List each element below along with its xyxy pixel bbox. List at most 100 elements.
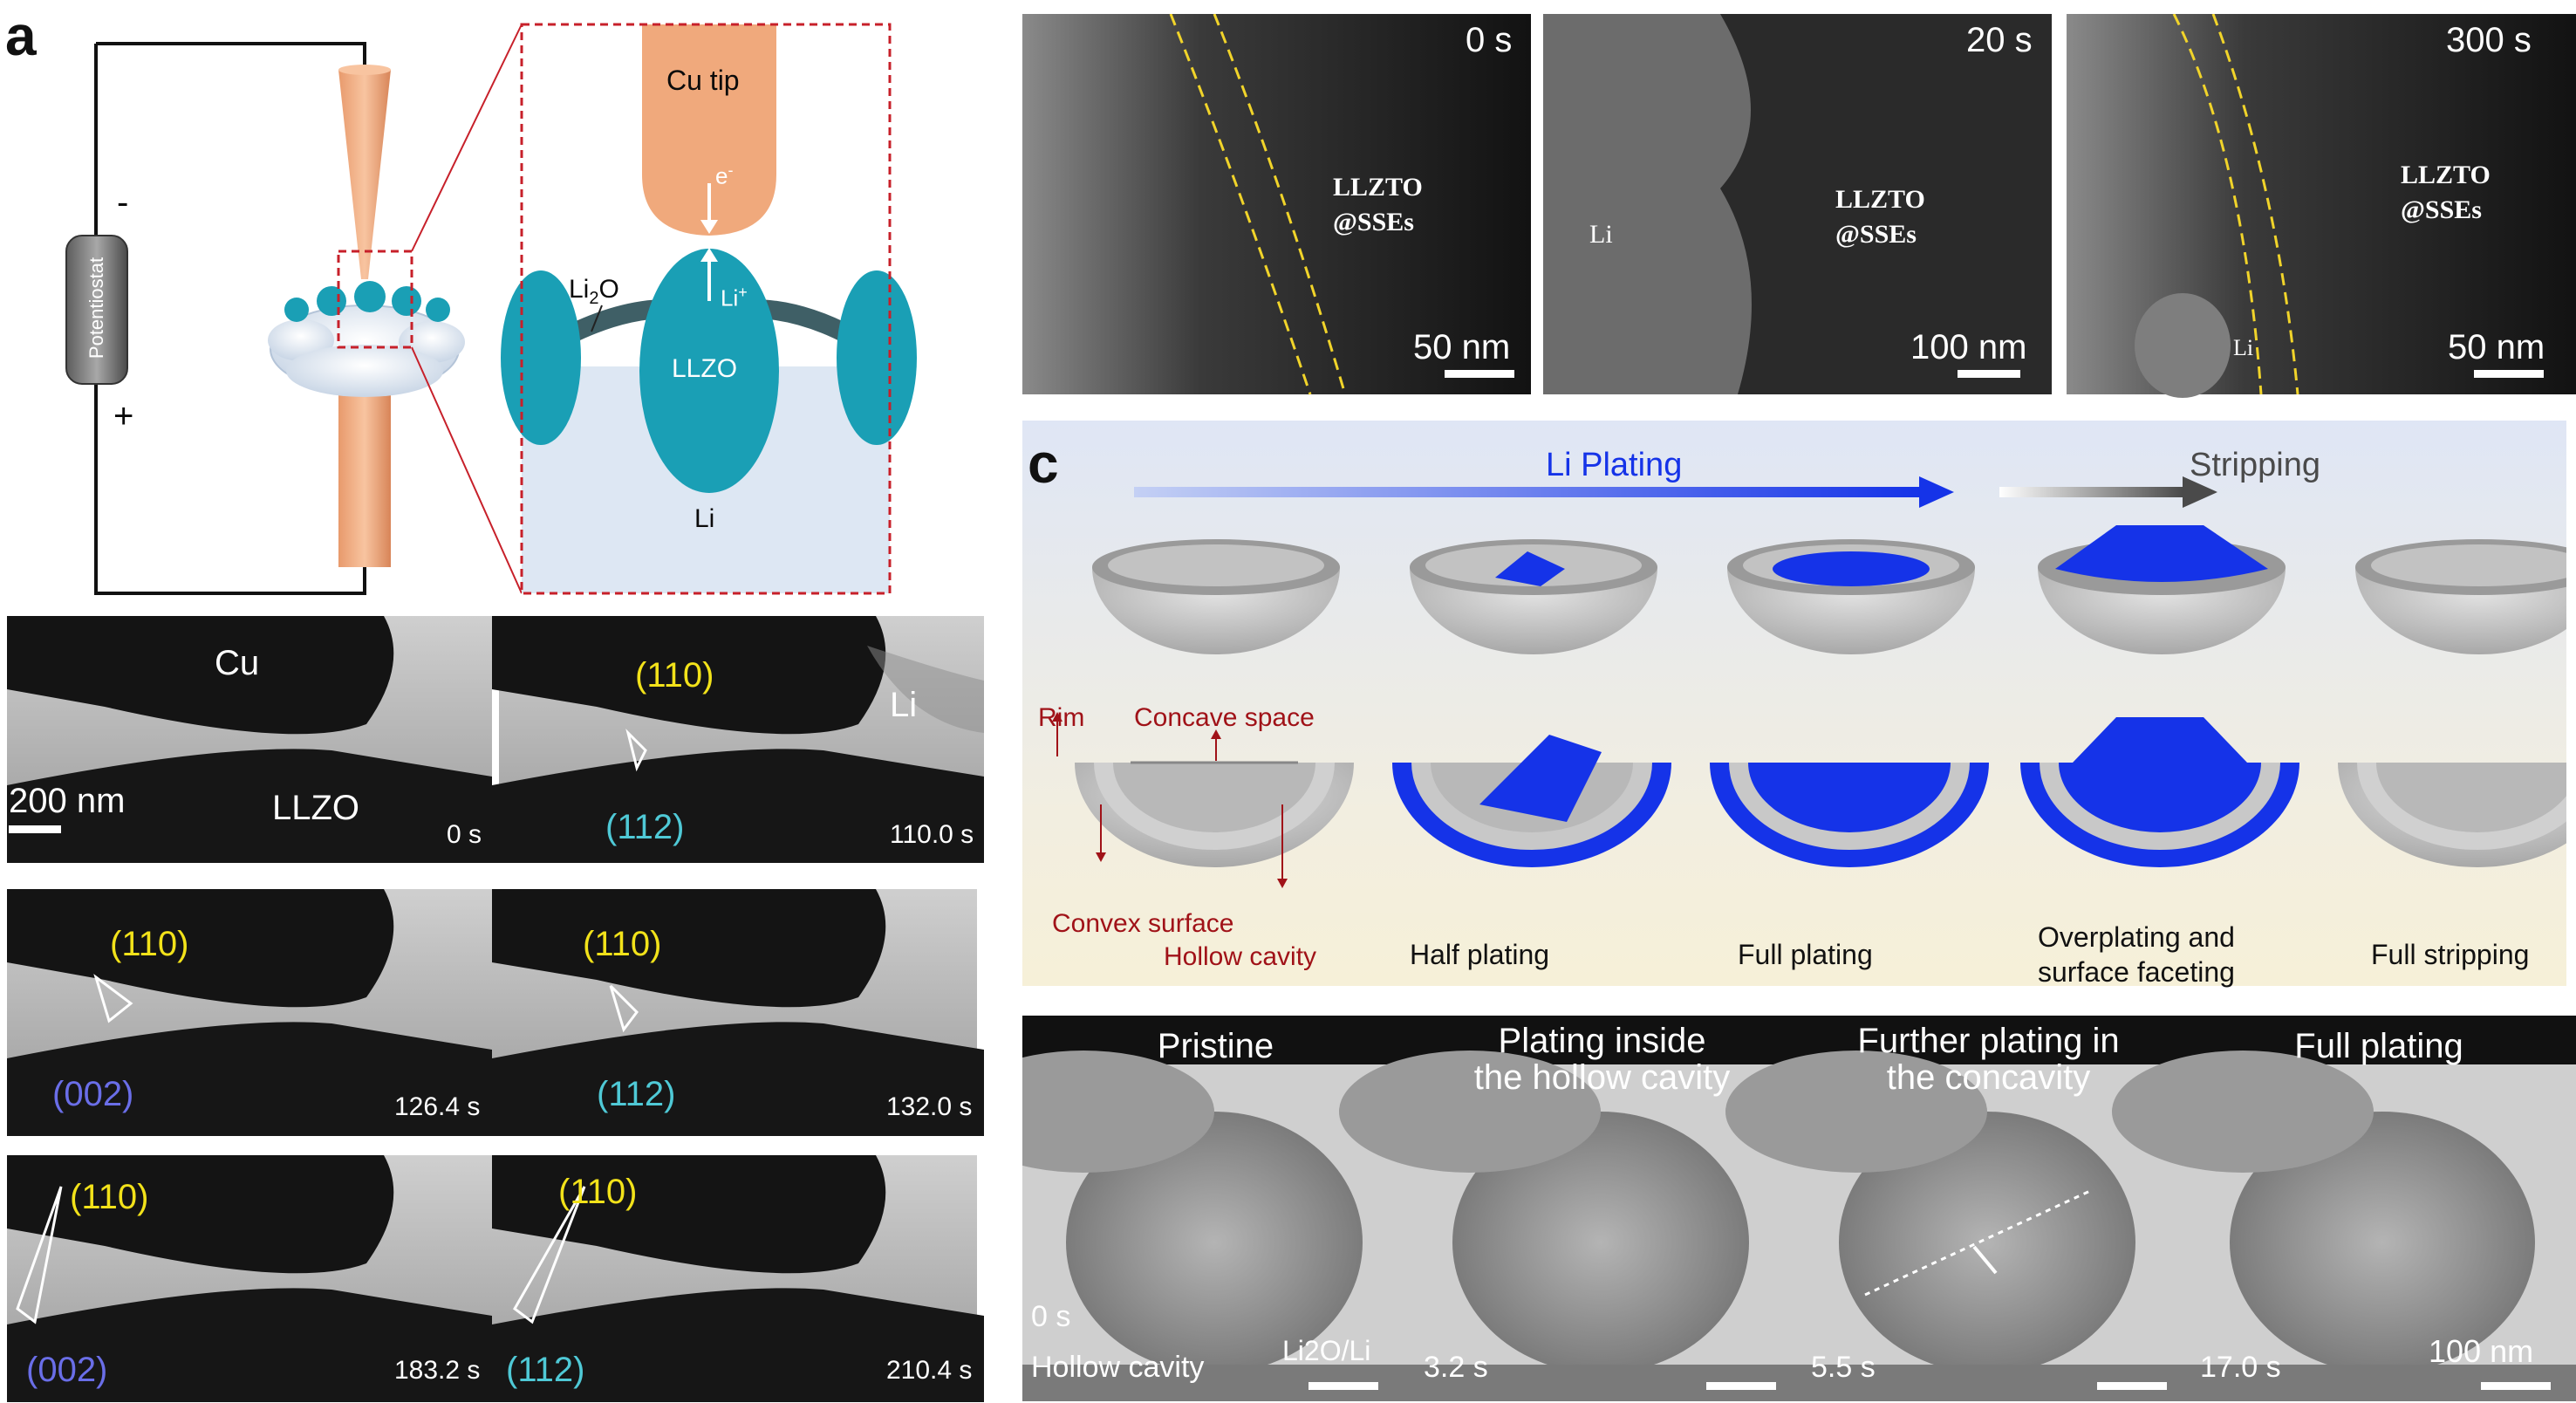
- frame-a1-cu: Cu: [215, 644, 260, 682]
- frame-a2-time: 110.0 s: [890, 820, 974, 849]
- stripping-arrow-label: Stripping: [2190, 447, 2320, 483]
- frame-a2-li: Li: [890, 686, 918, 724]
- annotation-concave-space: Concave space: [1134, 703, 1315, 732]
- frame-b2-time: 20 s: [1966, 21, 2033, 59]
- section-stripped: [2338, 763, 2566, 867]
- frame-a1-llzo: LLZO: [272, 789, 360, 827]
- frame-a5-top-plane: (110): [70, 1178, 149, 1216]
- tem-c3-time: 5.5 s: [1811, 1351, 1876, 1384]
- tem-c3-title-1: Further plating in: [1857, 1022, 2120, 1060]
- electron-label: e-: [715, 161, 734, 189]
- frame-a4-bottom-plane: (112): [597, 1075, 676, 1113]
- panel-c-schematic: [1052, 476, 2566, 888]
- tem-c1-scalebar: [1308, 1382, 1378, 1390]
- potentiostat-box: [65, 235, 128, 385]
- frame-b1-material-b: @SSEs: [1333, 208, 1414, 236]
- stage-half-plating: Half plating: [1410, 939, 1550, 970]
- frame-a2-bottom-plane: (112): [605, 808, 685, 846]
- frame-b3-li: Li: [2233, 335, 2254, 360]
- tem-c2-title-2: the hollow cavity: [1473, 1058, 1731, 1097]
- panel-a-schematic: [65, 23, 917, 595]
- panel-c-tem-frames: [1022, 1016, 2576, 1401]
- tem-c3-scalebar: [2097, 1382, 2167, 1390]
- tem-c2-time: 3.2 s: [1424, 1351, 1488, 1384]
- inset-llzo-label: LLZO: [672, 354, 738, 383]
- frame-b1-scale: 50 nm: [1413, 328, 1511, 366]
- panel-c-label: c: [1028, 432, 1059, 495]
- frame-a4-time: 132.0 s: [886, 1092, 973, 1121]
- tem-c1-hollow-cavity: Hollow cavity: [1031, 1351, 1205, 1384]
- bowl-half-top: [1410, 539, 1657, 654]
- frame-a1-scalebar: [9, 825, 61, 833]
- panel-c-schematic-bg: [1022, 421, 2566, 986]
- annotation-rim: Rim: [1038, 703, 1085, 732]
- inset-li-label: Li: [694, 504, 715, 533]
- tem-c2-scalebar: [1706, 1382, 1776, 1390]
- frame-a3-top-plane: (110): [110, 925, 189, 963]
- frame-b2-material-b: @SSEs: [1835, 220, 1917, 249]
- inset-diagram: [501, 23, 917, 595]
- frame-b3-time: 300 s: [2446, 21, 2532, 59]
- section-half: [1392, 735, 1671, 867]
- li-plating-arrow-label: Li Plating: [1546, 447, 1683, 483]
- tem-c4-scale: 100 nm: [2429, 1333, 2534, 1369]
- frame-a2-top-plane: (110): [635, 656, 714, 695]
- tem-c1-time: 0 s: [1031, 1300, 1071, 1333]
- tem-c4-title-1: Full plating: [2294, 1027, 2463, 1065]
- tem-c2-title-1: Plating inside: [1498, 1022, 1706, 1060]
- tem-c4-time: 17.0 s: [2200, 1351, 2281, 1384]
- frame-b1-scalebar: [1445, 370, 1514, 378]
- li2o-label: Li2O: [569, 275, 619, 308]
- inset-cu-tip: [642, 24, 776, 236]
- potentiostat-label: Potentiostat: [85, 257, 107, 359]
- panel-b-tem-frames: [1022, 14, 2576, 398]
- section-full: [1710, 763, 1989, 867]
- frame-a6-bottom-plane: (112): [506, 1351, 585, 1389]
- frame-b2-scale: 100 nm: [1910, 328, 2027, 366]
- frame-b2-li: Li: [1589, 220, 1613, 249]
- tem-c4-scalebar: [2481, 1382, 2551, 1390]
- frame-a3-bottom-plane: (002): [52, 1075, 134, 1113]
- bowl-stripped-top: [2355, 539, 2566, 654]
- minus-sign: -: [117, 183, 129, 222]
- li-ion-label: Li+: [721, 284, 748, 311]
- stage-overplating-line1: Overplating and: [2038, 921, 2235, 953]
- inset-llzo-particle: [639, 249, 779, 493]
- frame-a1-time: 0 s: [447, 820, 482, 849]
- frame-b3-material-b: @SSEs: [2401, 195, 2482, 224]
- annotation-hollow-cavity: Hollow cavity: [1164, 942, 1317, 971]
- frame-a6-top-plane: (110): [558, 1173, 638, 1211]
- frame-a4-top-plane: (110): [583, 925, 662, 963]
- frame-a6-time: 210.4 s: [886, 1356, 973, 1385]
- frame-b3-scale: 50 nm: [2448, 328, 2545, 366]
- frame-b2-material-a: LLZTO: [1835, 185, 1925, 214]
- frame-b1-material-a: LLZTO: [1333, 173, 1423, 202]
- stage-overplating-line2: surface faceting: [2038, 956, 2235, 988]
- inset-cu-tip-label: Cu tip: [666, 65, 740, 96]
- annotation-convex-surface: Convex surface: [1052, 909, 1234, 938]
- panel-a-tem-frames: [7, 616, 984, 1402]
- zoom-box: [337, 250, 413, 349]
- section-pristine: [1075, 761, 1354, 867]
- bowl-full-top: [1727, 539, 1975, 654]
- frame-a1-scale: 200 nm: [9, 782, 126, 820]
- tem-c3-title-2: the concavity: [1886, 1058, 2091, 1097]
- plus-sign: +: [113, 397, 134, 435]
- stage-full-plating: Full plating: [1738, 939, 1873, 970]
- panel-a-label: a: [5, 4, 37, 67]
- bowl-pristine-top: [1092, 539, 1340, 654]
- frame-b3-material-a: LLZTO: [2401, 161, 2491, 189]
- tem-c1-li2o-li: Li2O/Li: [1282, 1335, 1371, 1366]
- cu-tip-cone: [338, 70, 391, 279]
- frame-a5-bottom-plane: (002): [26, 1351, 108, 1389]
- frame-b2-scalebar: [1958, 370, 2020, 378]
- frame-a5-time: 183.2 s: [394, 1356, 481, 1385]
- cu-rod-bottom: [338, 366, 391, 567]
- frame-b3-scalebar: [2474, 370, 2544, 378]
- tem-c1-title-1: Pristine: [1157, 1027, 1274, 1065]
- frame-a3-time: 126.4 s: [394, 1092, 481, 1121]
- stage-full-stripping: Full stripping: [2371, 939, 2530, 970]
- frame-b1-time: 0 s: [1466, 21, 1513, 59]
- section-overplating: [2020, 717, 2299, 867]
- bowl-overplating-top: [2038, 525, 2286, 654]
